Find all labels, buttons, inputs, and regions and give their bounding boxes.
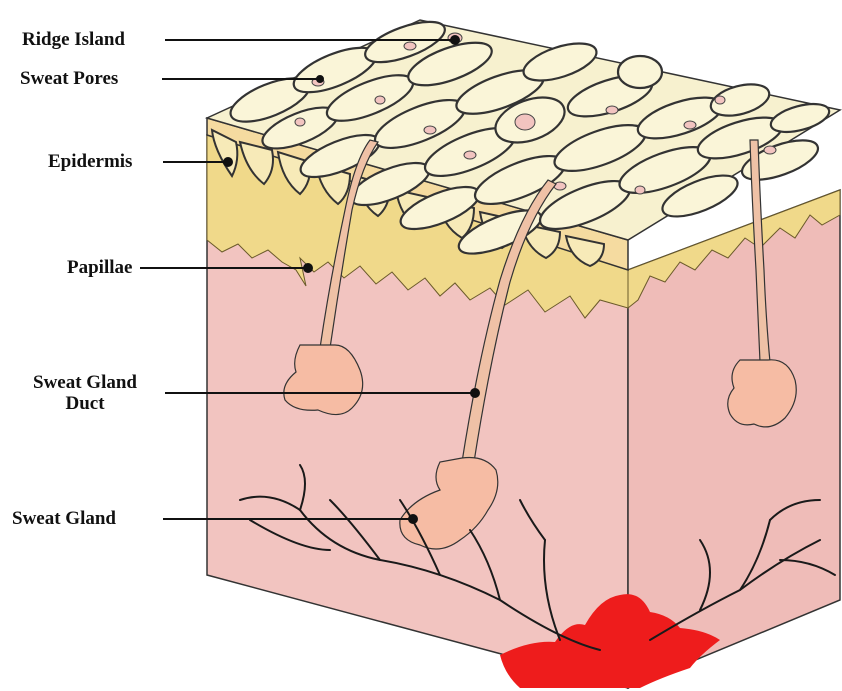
label-sweat-gland-duct-line1: Sweat Gland: [10, 372, 160, 393]
label-sweat-pores: Sweat Pores: [20, 68, 118, 89]
label-sweat-gland-duct: Sweat Gland Duct: [10, 372, 160, 414]
sweat-gland-body-left: [284, 345, 363, 415]
sweat-gland-body-right: [728, 360, 797, 427]
label-papillae: Papillae: [67, 257, 132, 278]
label-epidermis: Epidermis: [48, 151, 132, 172]
label-ridge-island: Ridge Island: [22, 29, 125, 50]
label-sweat-gland-duct-line2: Duct: [10, 393, 160, 414]
label-sweat-gland: Sweat Gland: [12, 508, 116, 529]
